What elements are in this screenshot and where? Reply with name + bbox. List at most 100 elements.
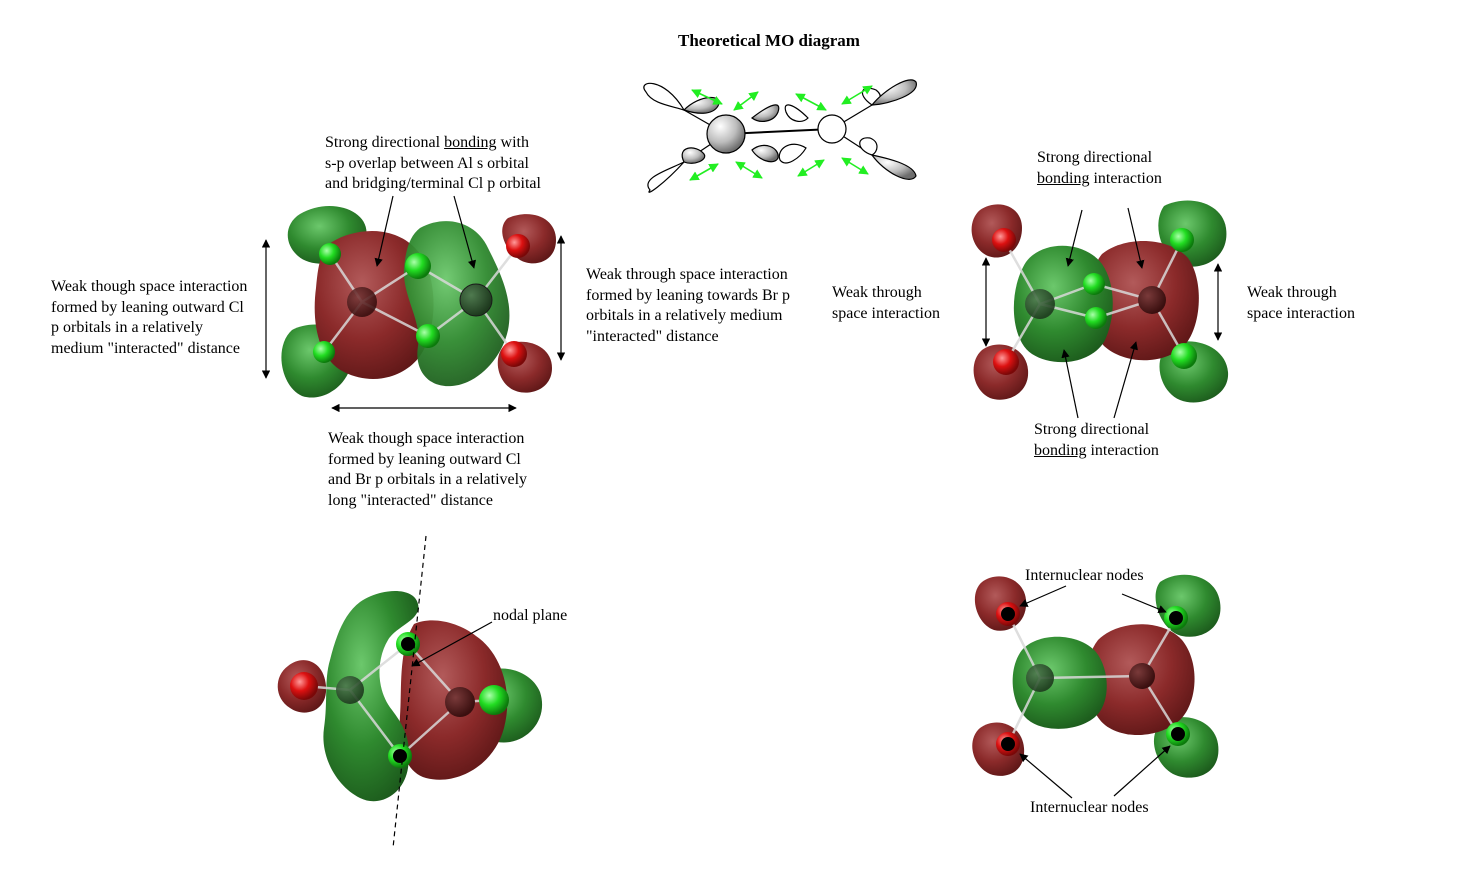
- mo-render-bottom-left: [277, 535, 543, 849]
- al-s-orbital-white: [817, 114, 847, 144]
- al-s-orbital-grey: [706, 114, 746, 154]
- tr-left-line: space interaction: [832, 304, 940, 322]
- tl-left-line: p orbitals in a relatively: [51, 319, 203, 336]
- tl-left-line: medium "interacted" distance: [51, 339, 240, 357]
- pointer-arrow: [411, 621, 493, 667]
- tr-left-line: Weak through: [832, 284, 922, 301]
- cl-atom: [1170, 228, 1194, 252]
- al-atom: [336, 676, 364, 704]
- cl-atom: [313, 341, 335, 363]
- internuclear-nodes-top-label: Internuclear nodes: [1025, 567, 1144, 584]
- internuclear-node: [393, 749, 407, 763]
- p-lobe-white: [643, 82, 686, 112]
- internuclear-node: [1001, 607, 1015, 621]
- tr-bottom-line2-post: interaction: [1086, 441, 1159, 459]
- internuclear-node: [1169, 611, 1183, 625]
- pointer-arrow: [1121, 593, 1167, 614]
- tr-bottom-note: Strong directional bonding interaction: [1034, 420, 1159, 461]
- internuclear-node: [1171, 727, 1185, 741]
- pointer-arrow: [1019, 585, 1067, 607]
- tr-top-line1: Strong directional: [1037, 149, 1153, 166]
- p-lobe-grey: [681, 147, 706, 164]
- al-atom: [1129, 663, 1155, 689]
- cl-atom: [1083, 273, 1105, 295]
- tl-right-line: "interacted" distance: [586, 327, 719, 345]
- mo-render-bottom-right: [972, 574, 1221, 799]
- br-atom: [501, 341, 527, 367]
- al-atom: [1025, 289, 1055, 319]
- p-lobe-white: [784, 104, 809, 122]
- tl-right-note: Weak through space interaction formed by…: [586, 265, 790, 347]
- br-atom: [290, 672, 318, 700]
- p-lobe-white: [778, 143, 807, 164]
- nodal-plane-label: nodal plane: [493, 607, 568, 624]
- cl-atom: [479, 685, 509, 715]
- tl-left-line: formed by leaning outward Cl: [51, 298, 244, 316]
- tl-bottom-line: and Br p orbitals in a relatively: [328, 471, 528, 488]
- tl-bottom-note: Weak though space interaction formed by …: [328, 429, 527, 511]
- al-atom: [347, 287, 377, 317]
- cl-atom: [319, 243, 341, 265]
- p-lobe-grey: [751, 144, 779, 163]
- tr-right-line: space interaction: [1247, 304, 1355, 322]
- internuclear-node: [1001, 737, 1015, 751]
- tr-right-note: Weak through space interaction: [1247, 283, 1355, 324]
- pointer-arrow: [1127, 207, 1145, 269]
- cl-atom: [1085, 307, 1107, 329]
- br-atom: [992, 228, 1016, 252]
- tl-right-line: orbitals in a relatively medium: [586, 307, 783, 324]
- green-interaction-arrow: [797, 159, 825, 177]
- green-interaction-arrow: [841, 157, 869, 175]
- al-atom: [459, 283, 493, 317]
- al-atom: [1138, 286, 1166, 314]
- tr-left-note: Weak through space interaction: [832, 283, 940, 324]
- pointer-arrow: [1061, 349, 1079, 419]
- internuclear-nodes-bottom-label: Internuclear nodes: [1030, 799, 1149, 816]
- green-interaction-arrow: [689, 163, 719, 181]
- tl-bottom-line: long "interacted" distance: [328, 491, 493, 509]
- tl-bottom-line: Weak though space interaction: [328, 430, 525, 447]
- p-lobe-grey: [751, 104, 780, 122]
- cl-atom: [405, 253, 431, 279]
- internuclear-node: [401, 637, 415, 651]
- green-interaction-arrow: [691, 89, 723, 105]
- tr-top-line2-post: interaction: [1089, 169, 1162, 187]
- green-interaction-arrow: [795, 93, 827, 111]
- pointer-arrow: [1019, 753, 1073, 799]
- tl-bonding-line1-pre: Strong directional: [325, 134, 445, 151]
- tl-left-line: Weak though space interaction: [51, 278, 248, 295]
- tl-bonding-line1-post: with: [496, 134, 529, 151]
- pointer-arrow: [1065, 209, 1083, 267]
- al-atom: [1026, 664, 1054, 692]
- tr-top-underlined: bonding: [1037, 169, 1090, 187]
- p-lobe-white: [647, 161, 685, 193]
- tl-bonding-note: Strong directional bonding with s-p over…: [325, 133, 541, 195]
- nodal-plane-line: [392, 535, 427, 849]
- p-lobe-grey: [870, 154, 917, 180]
- mo-render-top-left: [261, 195, 566, 413]
- green-interaction-arrow: [841, 85, 873, 105]
- p-lobe-white: [859, 137, 878, 156]
- tr-bottom-underlined: bonding: [1034, 441, 1087, 459]
- green-interaction-arrow: [735, 161, 763, 179]
- tr-right-line: Weak through: [1247, 284, 1337, 301]
- al-atom: [445, 687, 475, 717]
- pointer-arrow: [374, 195, 394, 267]
- tl-left-note: Weak though space interaction formed by …: [51, 277, 247, 359]
- br-atom: [506, 234, 530, 258]
- cl-atom: [1171, 343, 1197, 369]
- pointer-arrow: [453, 195, 477, 269]
- tl-bonding-line3: and bridging/terminal Cl p orbital: [325, 175, 541, 192]
- tl-bottom-line: formed by leaning outward Cl: [328, 450, 521, 468]
- br-atom: [993, 349, 1019, 375]
- pointer-arrow: [1113, 745, 1171, 797]
- p-lobe-grey: [870, 79, 917, 106]
- tr-top-note: Strong directional bonding interaction: [1037, 148, 1162, 189]
- tl-right-line: formed by leaning towards Br p: [586, 286, 790, 304]
- tl-right-line: Weak through space interaction: [586, 266, 788, 283]
- mo-render-top-right: [971, 200, 1229, 419]
- diagram-title: Theoretical MO diagram: [678, 31, 860, 50]
- tr-bottom-line1: Strong directional: [1034, 421, 1150, 438]
- cl-atom: [416, 324, 440, 348]
